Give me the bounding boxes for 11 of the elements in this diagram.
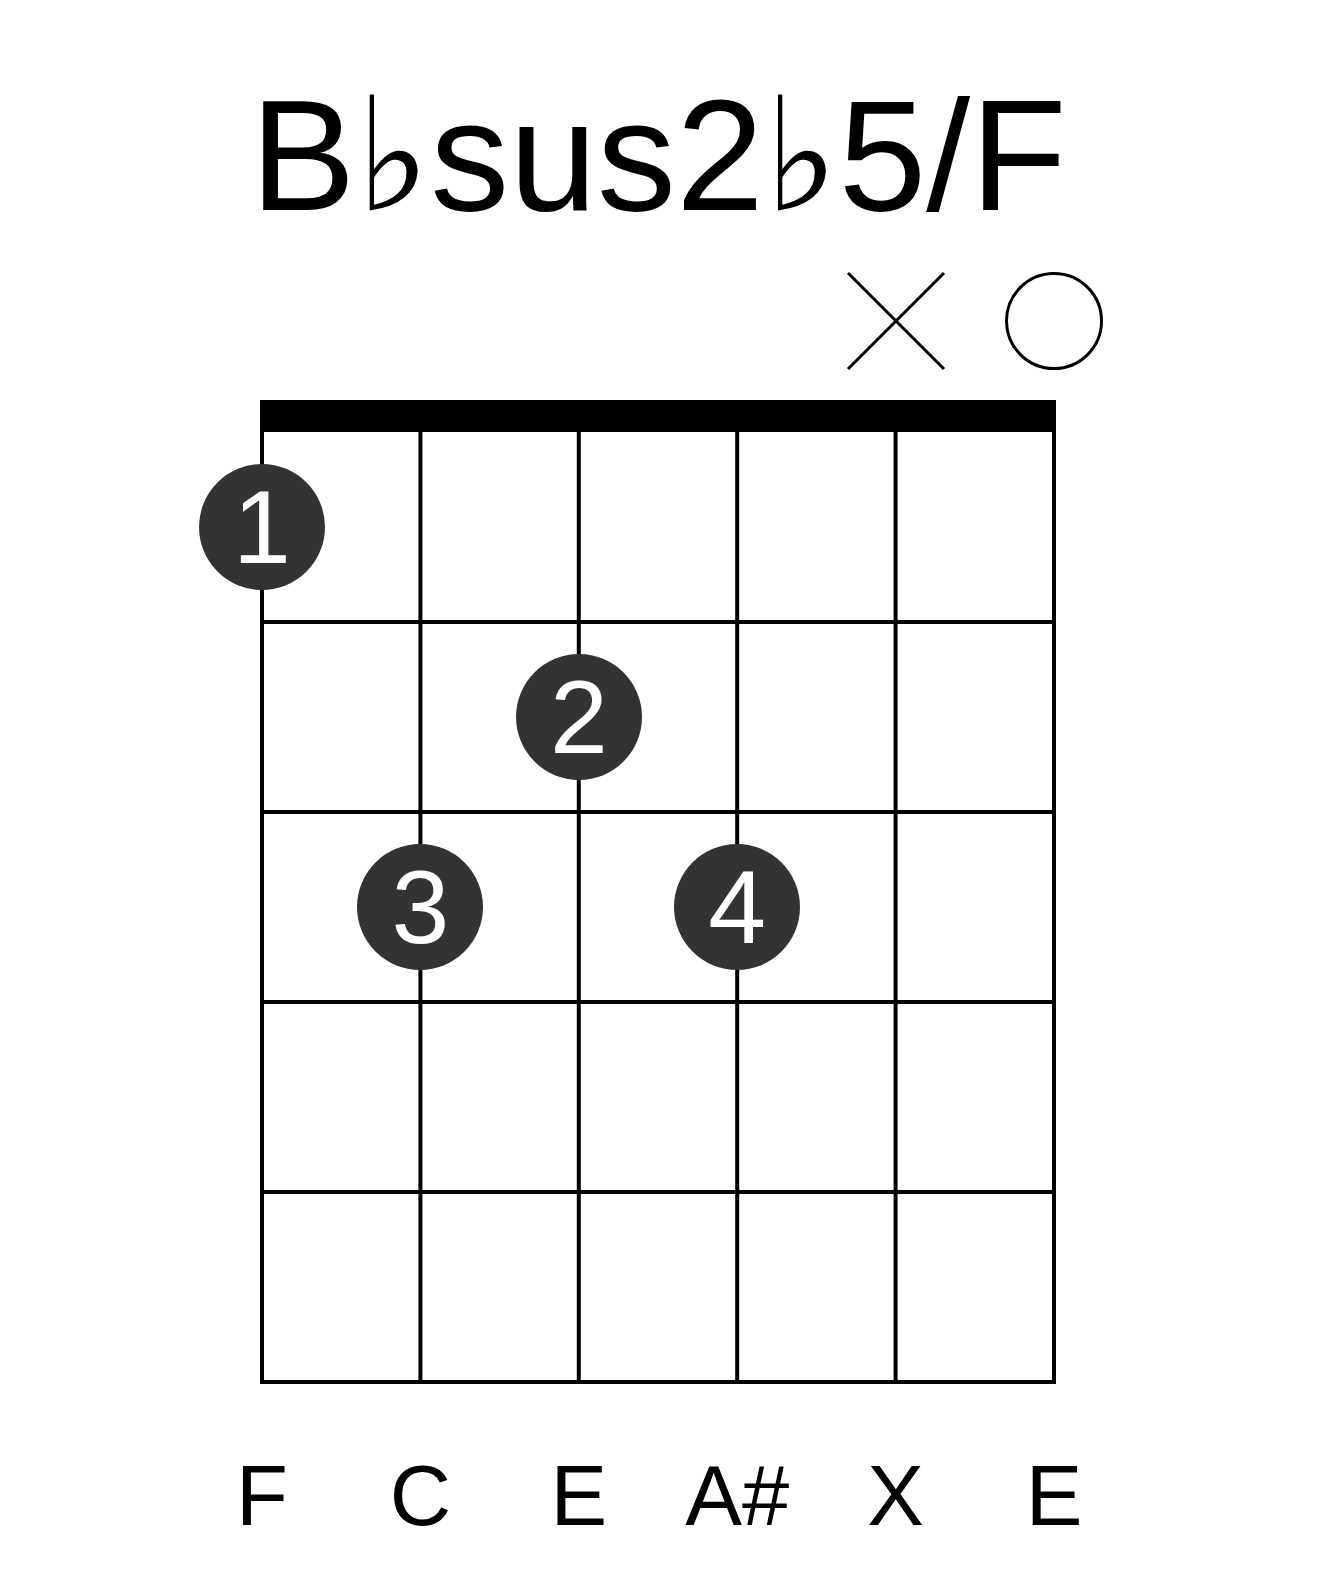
finger-dot: 4 bbox=[674, 844, 801, 970]
finger-dot: 3 bbox=[357, 844, 484, 970]
string-note-label: C bbox=[388, 1453, 453, 1538]
string-note-label: E bbox=[549, 1453, 609, 1538]
string-note-label: F bbox=[235, 1453, 289, 1538]
finger-dot: 1 bbox=[199, 464, 325, 590]
finger-dot: 2 bbox=[515, 654, 642, 780]
chord-title: B♭sus2♭5/F bbox=[249, 76, 1068, 234]
string-note-label: X bbox=[866, 1453, 925, 1538]
string-note-label: A# bbox=[684, 1453, 791, 1538]
string-note-label: E bbox=[1024, 1453, 1084, 1538]
